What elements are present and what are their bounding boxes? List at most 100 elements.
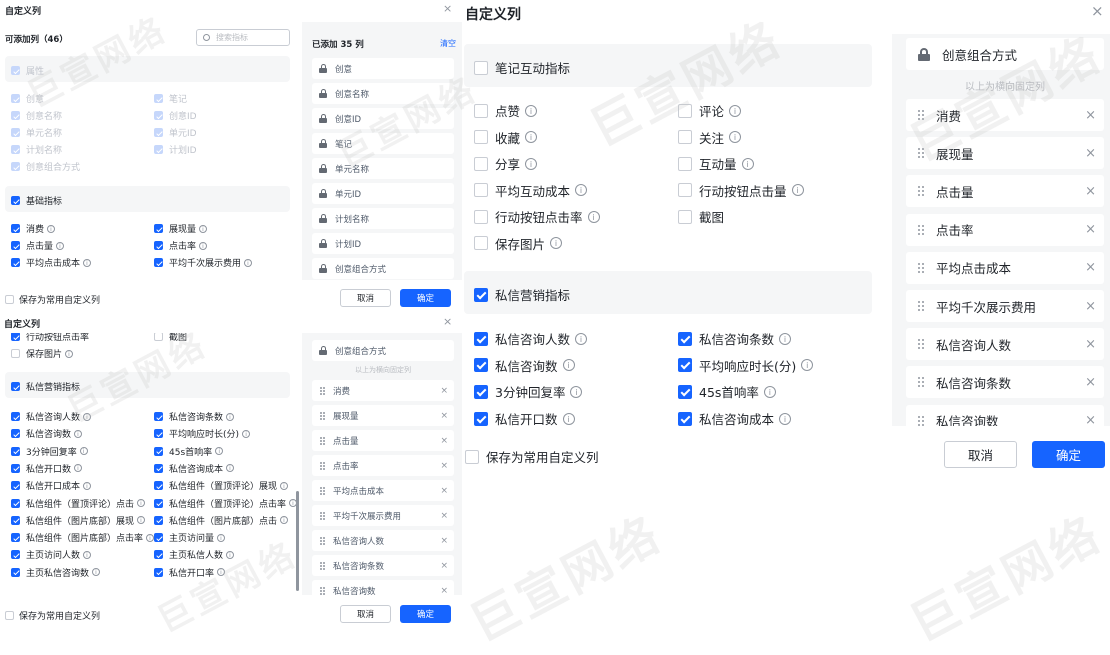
info-icon[interactable]: i (562, 359, 575, 372)
clear-link[interactable]: 清空 (440, 39, 456, 48)
selected-column-item[interactable]: 私信咨询数× (312, 580, 454, 595)
remove-icon[interactable]: × (1085, 260, 1096, 276)
drag-handle-icon[interactable] (918, 186, 924, 197)
metric-checkbox[interactable]: 截图 (678, 207, 724, 226)
confirm-button[interactable]: 确定 (1032, 441, 1105, 468)
selected-column-item[interactable]: 平均点击成本× (906, 251, 1104, 284)
info-icon[interactable]: i (79, 447, 88, 456)
info-icon[interactable]: i (74, 464, 83, 473)
drag-handle-icon[interactable] (320, 411, 325, 420)
close-icon[interactable]: × (443, 315, 453, 328)
drag-handle-icon[interactable] (918, 301, 924, 311)
info-icon[interactable]: i (217, 568, 226, 577)
selected-column-item[interactable]: 点击量× (906, 175, 1104, 208)
drag-handle-icon[interactable] (320, 486, 325, 495)
info-icon[interactable]: i (525, 104, 538, 117)
close-icon[interactable]: × (1091, 2, 1104, 20)
info-icon[interactable]: i (741, 157, 754, 170)
selected-column-item[interactable]: 展现量× (906, 137, 1104, 170)
info-icon[interactable]: i (575, 332, 588, 345)
cancel-button[interactable]: 取消 (944, 441, 1017, 468)
selected-column-item[interactable]: 私信咨询人数× (906, 328, 1104, 361)
info-icon[interactable]: i (525, 131, 538, 143)
save-preset-checkbox[interactable]: 保存为常用自定义列 (5, 293, 100, 306)
remove-icon[interactable]: × (440, 585, 448, 596)
info-icon[interactable]: i (226, 464, 235, 473)
drag-handle-icon[interactable] (918, 148, 924, 159)
remove-icon[interactable]: × (1085, 107, 1096, 123)
confirm-button[interactable]: 确定 (400, 289, 451, 307)
info-icon[interactable]: i (137, 499, 146, 507)
remove-icon[interactable]: × (1085, 183, 1096, 199)
remove-icon[interactable]: × (1085, 413, 1096, 426)
remove-icon[interactable]: × (440, 460, 448, 471)
drag-handle-icon[interactable] (320, 561, 325, 570)
info-icon[interactable]: i (280, 481, 289, 490)
drag-handle-icon[interactable] (320, 511, 325, 520)
cancel-button[interactable]: 取消 (340, 289, 391, 307)
group-checkbox-pm[interactable]: 私信营销指标 (474, 285, 570, 304)
save-preset-checkbox[interactable]: 保存为常用自定义列 (5, 609, 100, 622)
selected-column-item[interactable]: 点击率× (312, 455, 454, 476)
info-icon[interactable]: i (83, 550, 92, 559)
selected-column-item[interactable]: 私信咨询条数× (906, 366, 1104, 399)
info-icon[interactable]: i (729, 104, 742, 117)
info-icon[interactable]: i (562, 412, 575, 425)
remove-icon[interactable]: × (440, 410, 448, 421)
info-icon[interactable]: i (242, 429, 251, 438)
selected-column-item[interactable]: 展现量× (312, 405, 454, 426)
info-icon[interactable]: i (226, 412, 235, 421)
selected-column-item[interactable]: 消费× (906, 99, 1104, 131)
search-input[interactable]: 搜索指标 (196, 29, 290, 46)
info-icon[interactable]: i (217, 533, 226, 542)
drag-handle-icon[interactable] (918, 339, 924, 350)
selected-column-item[interactable]: 平均点击成本× (312, 480, 454, 501)
info-icon[interactable]: i (550, 237, 563, 249)
info-icon[interactable]: i (83, 481, 92, 490)
drag-handle-icon[interactable] (320, 536, 325, 545)
info-icon[interactable]: i (74, 429, 83, 438)
remove-icon[interactable]: × (440, 435, 448, 446)
metric-checkbox[interactable]: 行动按钮点击率 (11, 333, 89, 343)
selected-column-item[interactable]: 点击率× (906, 213, 1104, 246)
remove-icon[interactable]: × (1085, 336, 1096, 352)
drag-handle-icon[interactable] (320, 461, 325, 470)
info-icon[interactable]: i (83, 412, 92, 421)
selected-column-item[interactable]: 消费× (312, 380, 454, 401)
remove-icon[interactable]: × (1085, 222, 1096, 238)
info-icon[interactable]: i (137, 516, 146, 525)
remove-icon[interactable]: × (440, 510, 448, 521)
info-icon[interactable]: i (146, 533, 155, 542)
remove-icon[interactable]: × (440, 485, 448, 496)
